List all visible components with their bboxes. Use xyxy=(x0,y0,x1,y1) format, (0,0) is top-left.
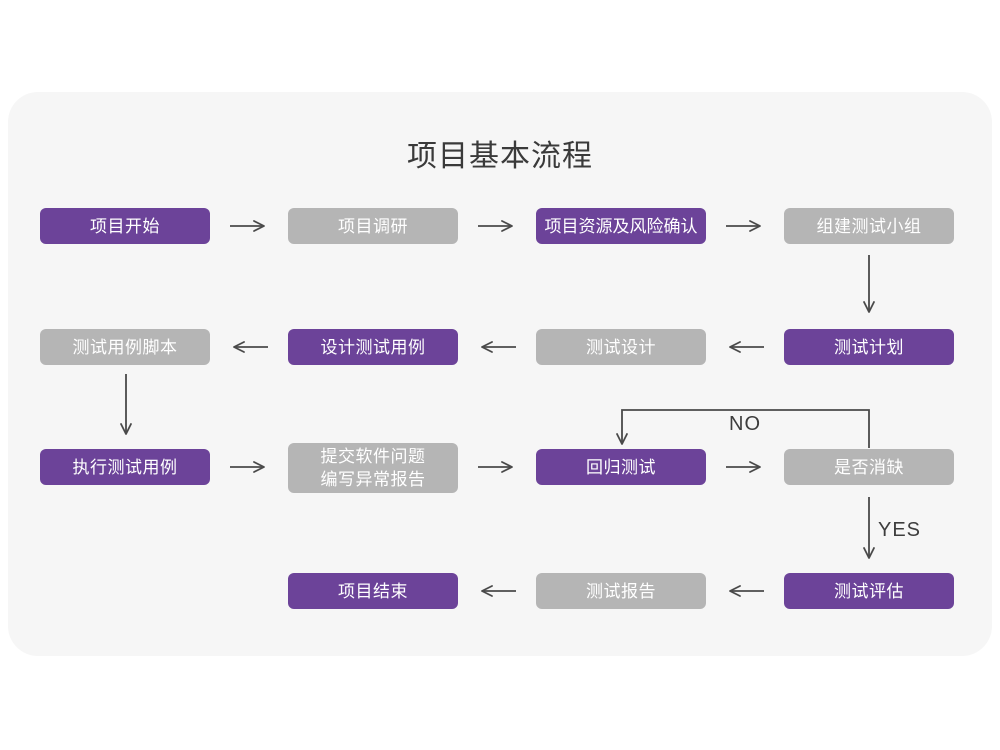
node-test-report: 测试报告 xyxy=(536,573,706,609)
node-test-design: 测试设计 xyxy=(536,329,706,365)
node-project-start: 项目开始 xyxy=(40,208,210,244)
node-test-case-script: 测试用例脚本 xyxy=(40,329,210,365)
node-build-test-team: 组建测试小组 xyxy=(784,208,954,244)
node-resource-risk: 项目资源及风险确认 xyxy=(536,208,706,244)
node-regression-test: 回归测试 xyxy=(536,449,706,485)
node-submit-issue-report: 提交软件问题 编写异常报告 xyxy=(288,443,458,493)
node-test-evaluation: 测试评估 xyxy=(784,573,954,609)
node-project-research: 项目调研 xyxy=(288,208,458,244)
node-execute-test-case: 执行测试用例 xyxy=(40,449,210,485)
flowchart-card xyxy=(8,92,992,656)
page-title: 项目基本流程 xyxy=(407,140,593,173)
branch-label-no: NO xyxy=(729,413,761,435)
node-design-test-case: 设计测试用例 xyxy=(288,329,458,365)
node-test-plan: 测试计划 xyxy=(784,329,954,365)
branch-label-yes: YES xyxy=(878,519,922,541)
node-defect-cleared: 是否消缺 xyxy=(784,449,954,485)
node-project-end: 项目结束 xyxy=(288,573,458,609)
